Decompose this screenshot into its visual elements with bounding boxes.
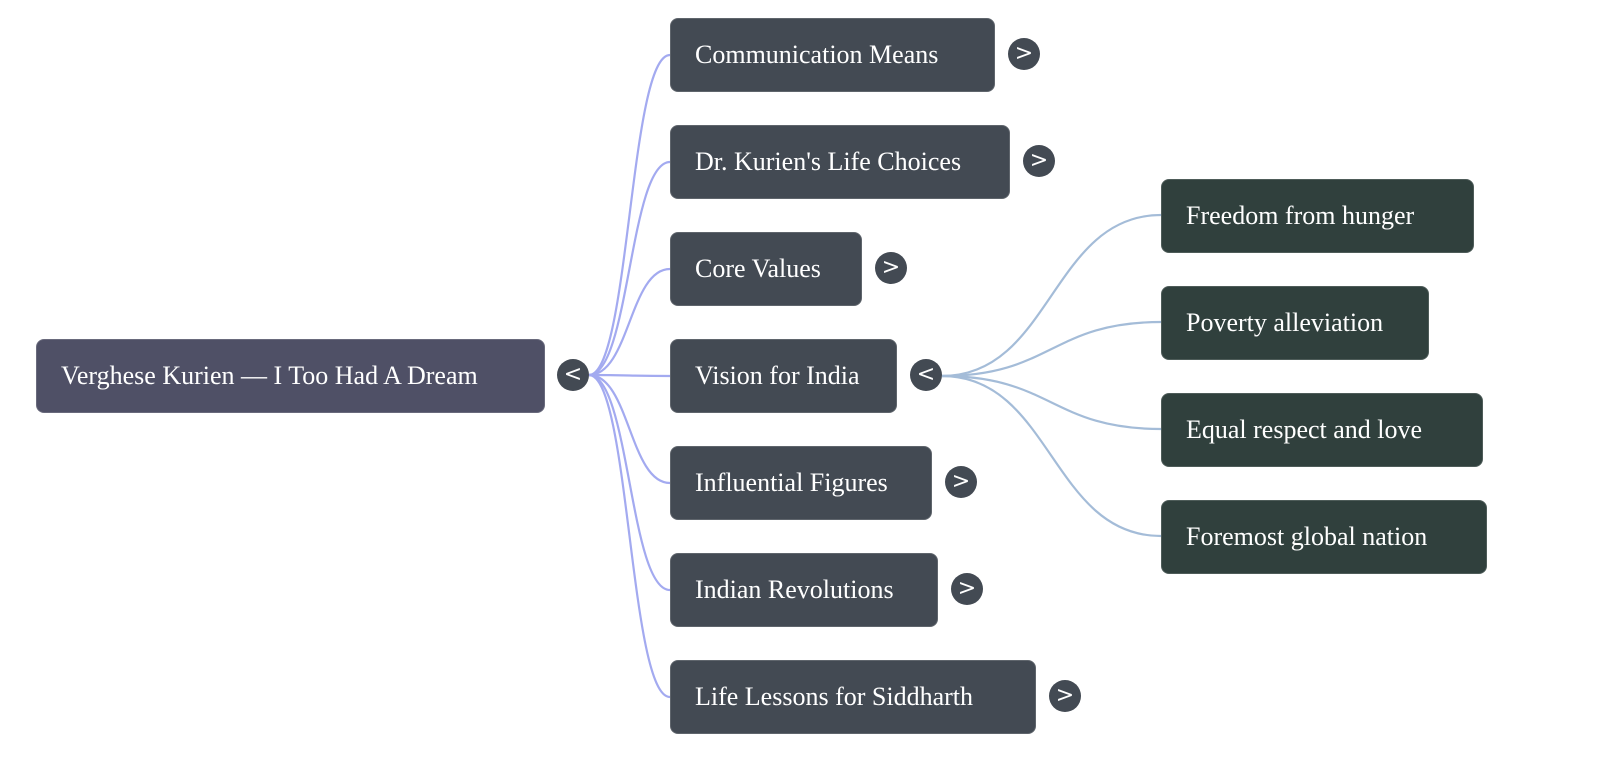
- branch-node-influential-figures[interactable]: Influential Figures: [670, 446, 932, 520]
- branch-label: Indian Revolutions: [695, 575, 894, 604]
- branch-label: Vision for India: [695, 361, 860, 390]
- root-connector: [588, 267, 671, 377]
- branch-connector: [941, 320, 1162, 378]
- root-connector: [588, 373, 671, 592]
- root-connector: [588, 373, 671, 485]
- expand-toggle-core-values[interactable]: >: [875, 252, 907, 284]
- chevron-right-icon: >: [1029, 148, 1049, 173]
- branch-node-core-values[interactable]: Core Values: [670, 232, 862, 306]
- expand-toggle-life-choices[interactable]: >: [1023, 145, 1055, 177]
- root-connector: [588, 53, 671, 377]
- root-node-label: Verghese Kurien — I Too Had A Dream: [61, 361, 478, 390]
- leaf-node-freedom-from-hunger[interactable]: Freedom from hunger: [1161, 179, 1474, 253]
- chevron-right-icon: >: [957, 576, 977, 601]
- expand-toggle-influential-figures[interactable]: >: [945, 466, 977, 498]
- leaf-label: Equal respect and love: [1186, 415, 1423, 444]
- chevron-left-icon: <: [563, 362, 583, 387]
- branch-node-indian-revolutions[interactable]: Indian Revolutions: [670, 553, 938, 627]
- chevron-right-icon: >: [951, 469, 971, 494]
- expand-toggle-communication-means[interactable]: >: [1008, 38, 1040, 70]
- branch-label: Life Lessons for Siddharth: [695, 682, 974, 711]
- branch-node-vision-for-india[interactable]: Vision for India: [670, 339, 897, 413]
- leaf-label: Poverty alleviation: [1186, 308, 1384, 337]
- chevron-left-icon: <: [916, 362, 936, 387]
- leaf-node-poverty-alleviation[interactable]: Poverty alleviation: [1161, 286, 1429, 360]
- chevron-right-icon: >: [881, 255, 901, 280]
- collapse-toggle-vision-for-india[interactable]: <: [910, 359, 942, 391]
- root-connector: [588, 373, 671, 378]
- leaf-label: Freedom from hunger: [1186, 201, 1415, 230]
- leaf-label: Foremost global nation: [1186, 522, 1428, 551]
- branch-label: Influential Figures: [695, 468, 888, 497]
- expand-toggle-indian-revolutions[interactable]: >: [951, 573, 983, 605]
- chevron-right-icon: >: [1055, 683, 1075, 708]
- branch-connector: [941, 374, 1162, 538]
- branch-node-life-lessons[interactable]: Life Lessons for Siddharth: [670, 660, 1036, 734]
- chevron-right-icon: >: [1014, 41, 1034, 66]
- branch-connector: [941, 374, 1162, 431]
- branch-node-communication-means[interactable]: Communication Means: [670, 18, 995, 92]
- expand-toggle-life-lessons[interactable]: >: [1049, 680, 1081, 712]
- root-connector: [588, 373, 671, 699]
- leaf-node-foremost-global-nation[interactable]: Foremost global nation: [1161, 500, 1487, 574]
- branch-node-life-choices[interactable]: Dr. Kurien's Life Choices: [670, 125, 1010, 199]
- branch-label: Core Values: [695, 254, 821, 283]
- branch-connector: [941, 213, 1162, 378]
- root-connector: [588, 160, 671, 377]
- leaf-node-equal-respect[interactable]: Equal respect and love: [1161, 393, 1483, 467]
- branch-label: Dr. Kurien's Life Choices: [695, 147, 962, 176]
- root-collapse-toggle[interactable]: <: [557, 359, 589, 391]
- root-node[interactable]: Verghese Kurien — I Too Had A Dream: [36, 339, 545, 413]
- branch-label: Communication Means: [695, 40, 939, 69]
